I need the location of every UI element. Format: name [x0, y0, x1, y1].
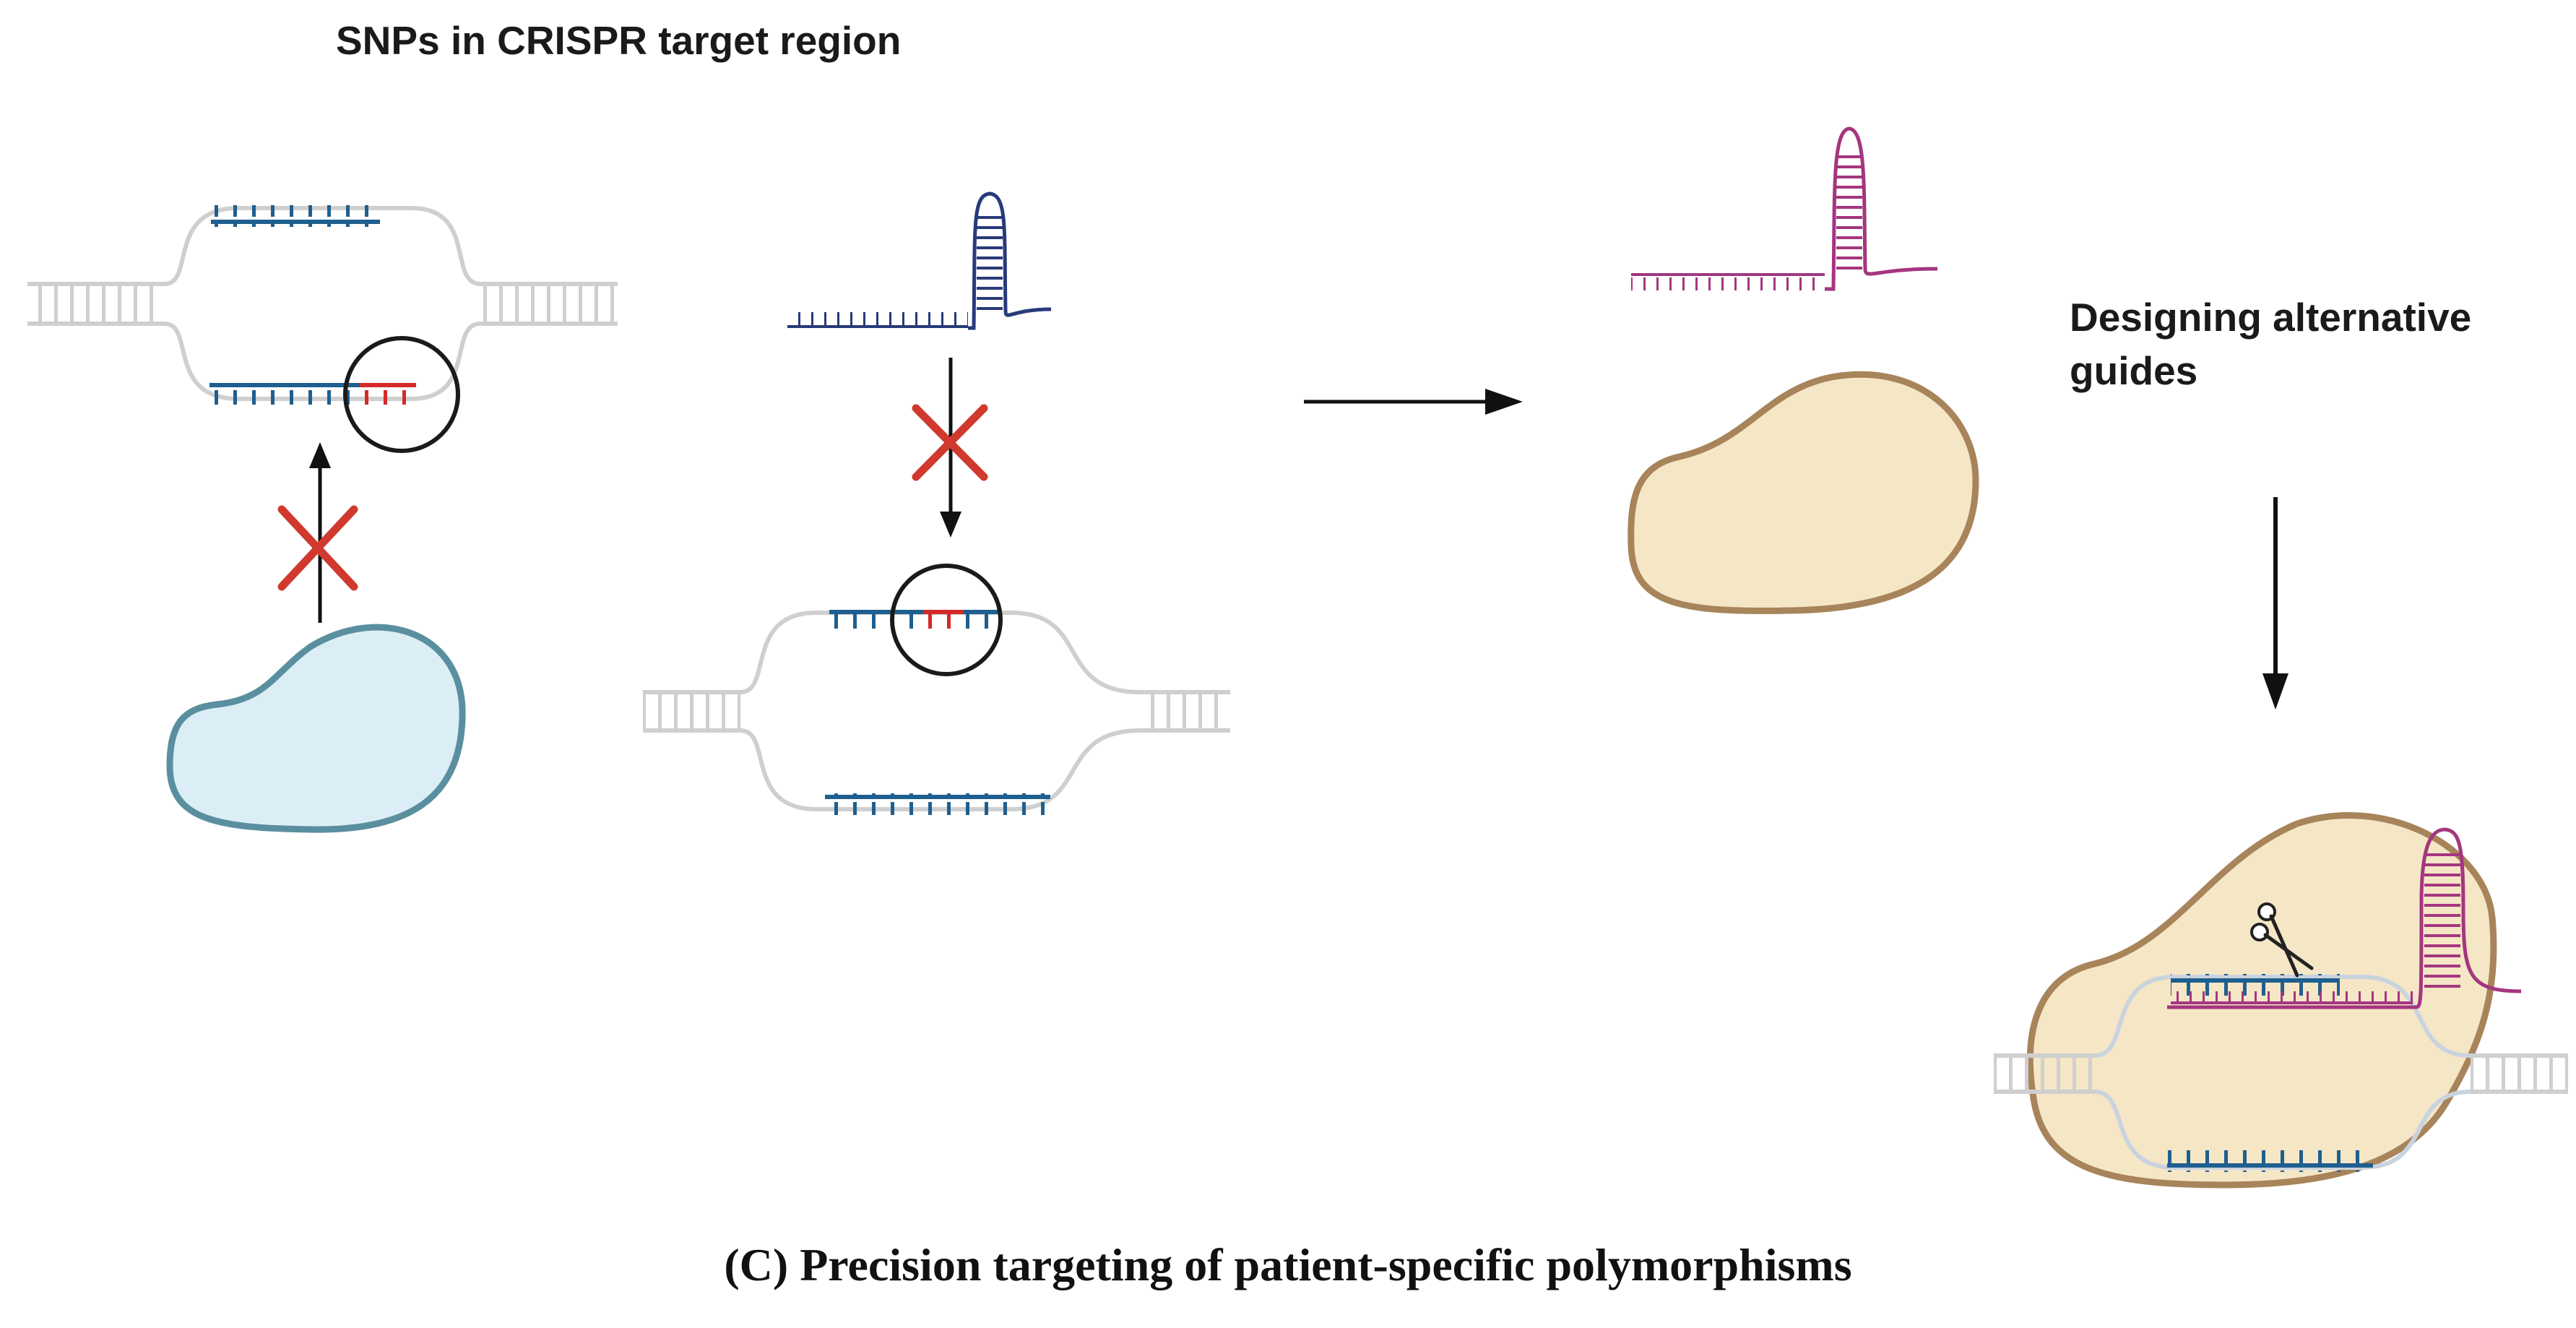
scissors-icon: [2250, 902, 2314, 978]
blocked-binding-arrow-middle: [940, 358, 961, 538]
dna-bubble-middle: [643, 564, 1230, 815]
snp-highlight-circle-icon: [343, 336, 460, 453]
cas-protein-tan: [1628, 371, 1979, 614]
top-title: SNPs in CRISPR target region: [336, 18, 901, 63]
design-down-arrow: [2262, 497, 2288, 710]
blocked-cross-icon: [912, 404, 988, 481]
figure-caption: (C) Precision targeting of patient-speci…: [724, 1239, 1851, 1290]
dna-bubble-left: [27, 205, 618, 453]
target-complex: [1994, 812, 2568, 1189]
side-note-line-1: Designing alternative: [2070, 295, 2471, 340]
guide-rna-magenta: [1631, 126, 1938, 291]
guide-rna-navy: [787, 191, 1052, 330]
blocked-cross-icon: [277, 505, 358, 591]
cas-protein-blue: [166, 624, 466, 833]
transition-arrow: [1304, 389, 1523, 415]
snp-highlight-circle-icon: [890, 564, 1003, 676]
side-note-line-2: guides: [2070, 348, 2197, 393]
